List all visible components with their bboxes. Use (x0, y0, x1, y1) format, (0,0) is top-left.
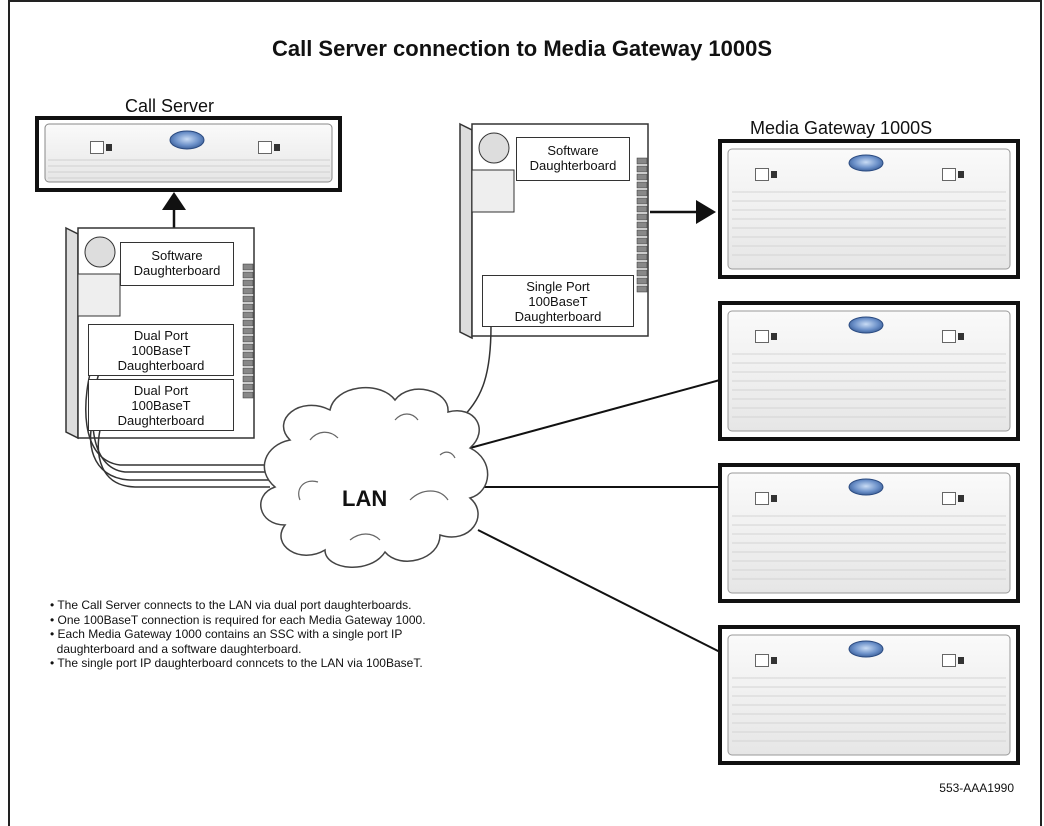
note-1: • The Call Server connects to the LAN vi… (50, 598, 412, 612)
media-gateway-chassis-1 (718, 139, 1020, 279)
note-3-cont: daughterboard and a software daughterboa… (50, 641, 302, 656)
cs-software-daughterboard: Software Daughterboard (120, 242, 234, 286)
single-port-line-1: Single Port (526, 279, 590, 294)
figure-code: 553-AAA1990 (939, 781, 1014, 795)
note-2: • One 100BaseT connection is required fo… (50, 612, 426, 627)
cs-dual-port-daughterboard-1: Dual Port 100BaseT Daughterboard (88, 324, 234, 376)
cs-software-line-1: Software (151, 248, 203, 263)
media-gateway-label: Media Gateway 1000S (750, 118, 933, 138)
figure-frame (8, 0, 1042, 826)
lan-cloud (260, 386, 489, 568)
lan-links (469, 379, 721, 653)
single-port-line-3: Daughterboard (514, 309, 602, 324)
dual-port-2-line-3: Daughterboard (117, 413, 205, 428)
mg-software-daughterboard: Software Daughterboard (516, 137, 630, 181)
single-port-line-2: 100BaseT (528, 294, 588, 309)
media-gateway-chassis-4 (718, 625, 1020, 765)
mg-software-line-1: Software (547, 143, 599, 158)
cs-software-line-2: Daughterboard (133, 263, 221, 278)
gateway-card-cable (459, 325, 492, 421)
cs-dual-port-daughterboard-2: Dual Port 100BaseT Daughterboard (88, 379, 234, 431)
dual-port-1-line-1: Dual Port (133, 328, 189, 343)
note-4: • The single port IP daughterboard connc… (50, 656, 423, 671)
dual-port-1-line-3: Daughterboard (117, 358, 205, 373)
note-3: • Each Media Gateway 1000 contains an SS… (50, 627, 403, 642)
logo-badge (169, 130, 205, 150)
media-gateway-chassis-2 (718, 301, 1020, 441)
media-gateway-chassis-3 (718, 463, 1020, 603)
diagram-title: Call Server connection to Media Gateway … (271, 36, 773, 61)
dual-port-1-line-2: 100BaseT (131, 343, 191, 358)
lan-label: LAN (342, 486, 388, 511)
dual-port-2-line-2: 100BaseT (131, 398, 191, 413)
call-server-chassis (35, 116, 342, 192)
mg-single-port-daughterboard: Single Port 100BaseT Daughterboard (482, 275, 634, 327)
notes-list: • The Call Server connects to the LAN vi… (50, 598, 426, 671)
mg-software-line-2: Daughterboard (529, 158, 617, 173)
arrow-up-icon (162, 192, 186, 210)
arrow-right-icon (696, 200, 716, 224)
dual-port-2-line-1: Dual Port (133, 383, 189, 398)
call-server-label: Call Server (125, 96, 215, 116)
